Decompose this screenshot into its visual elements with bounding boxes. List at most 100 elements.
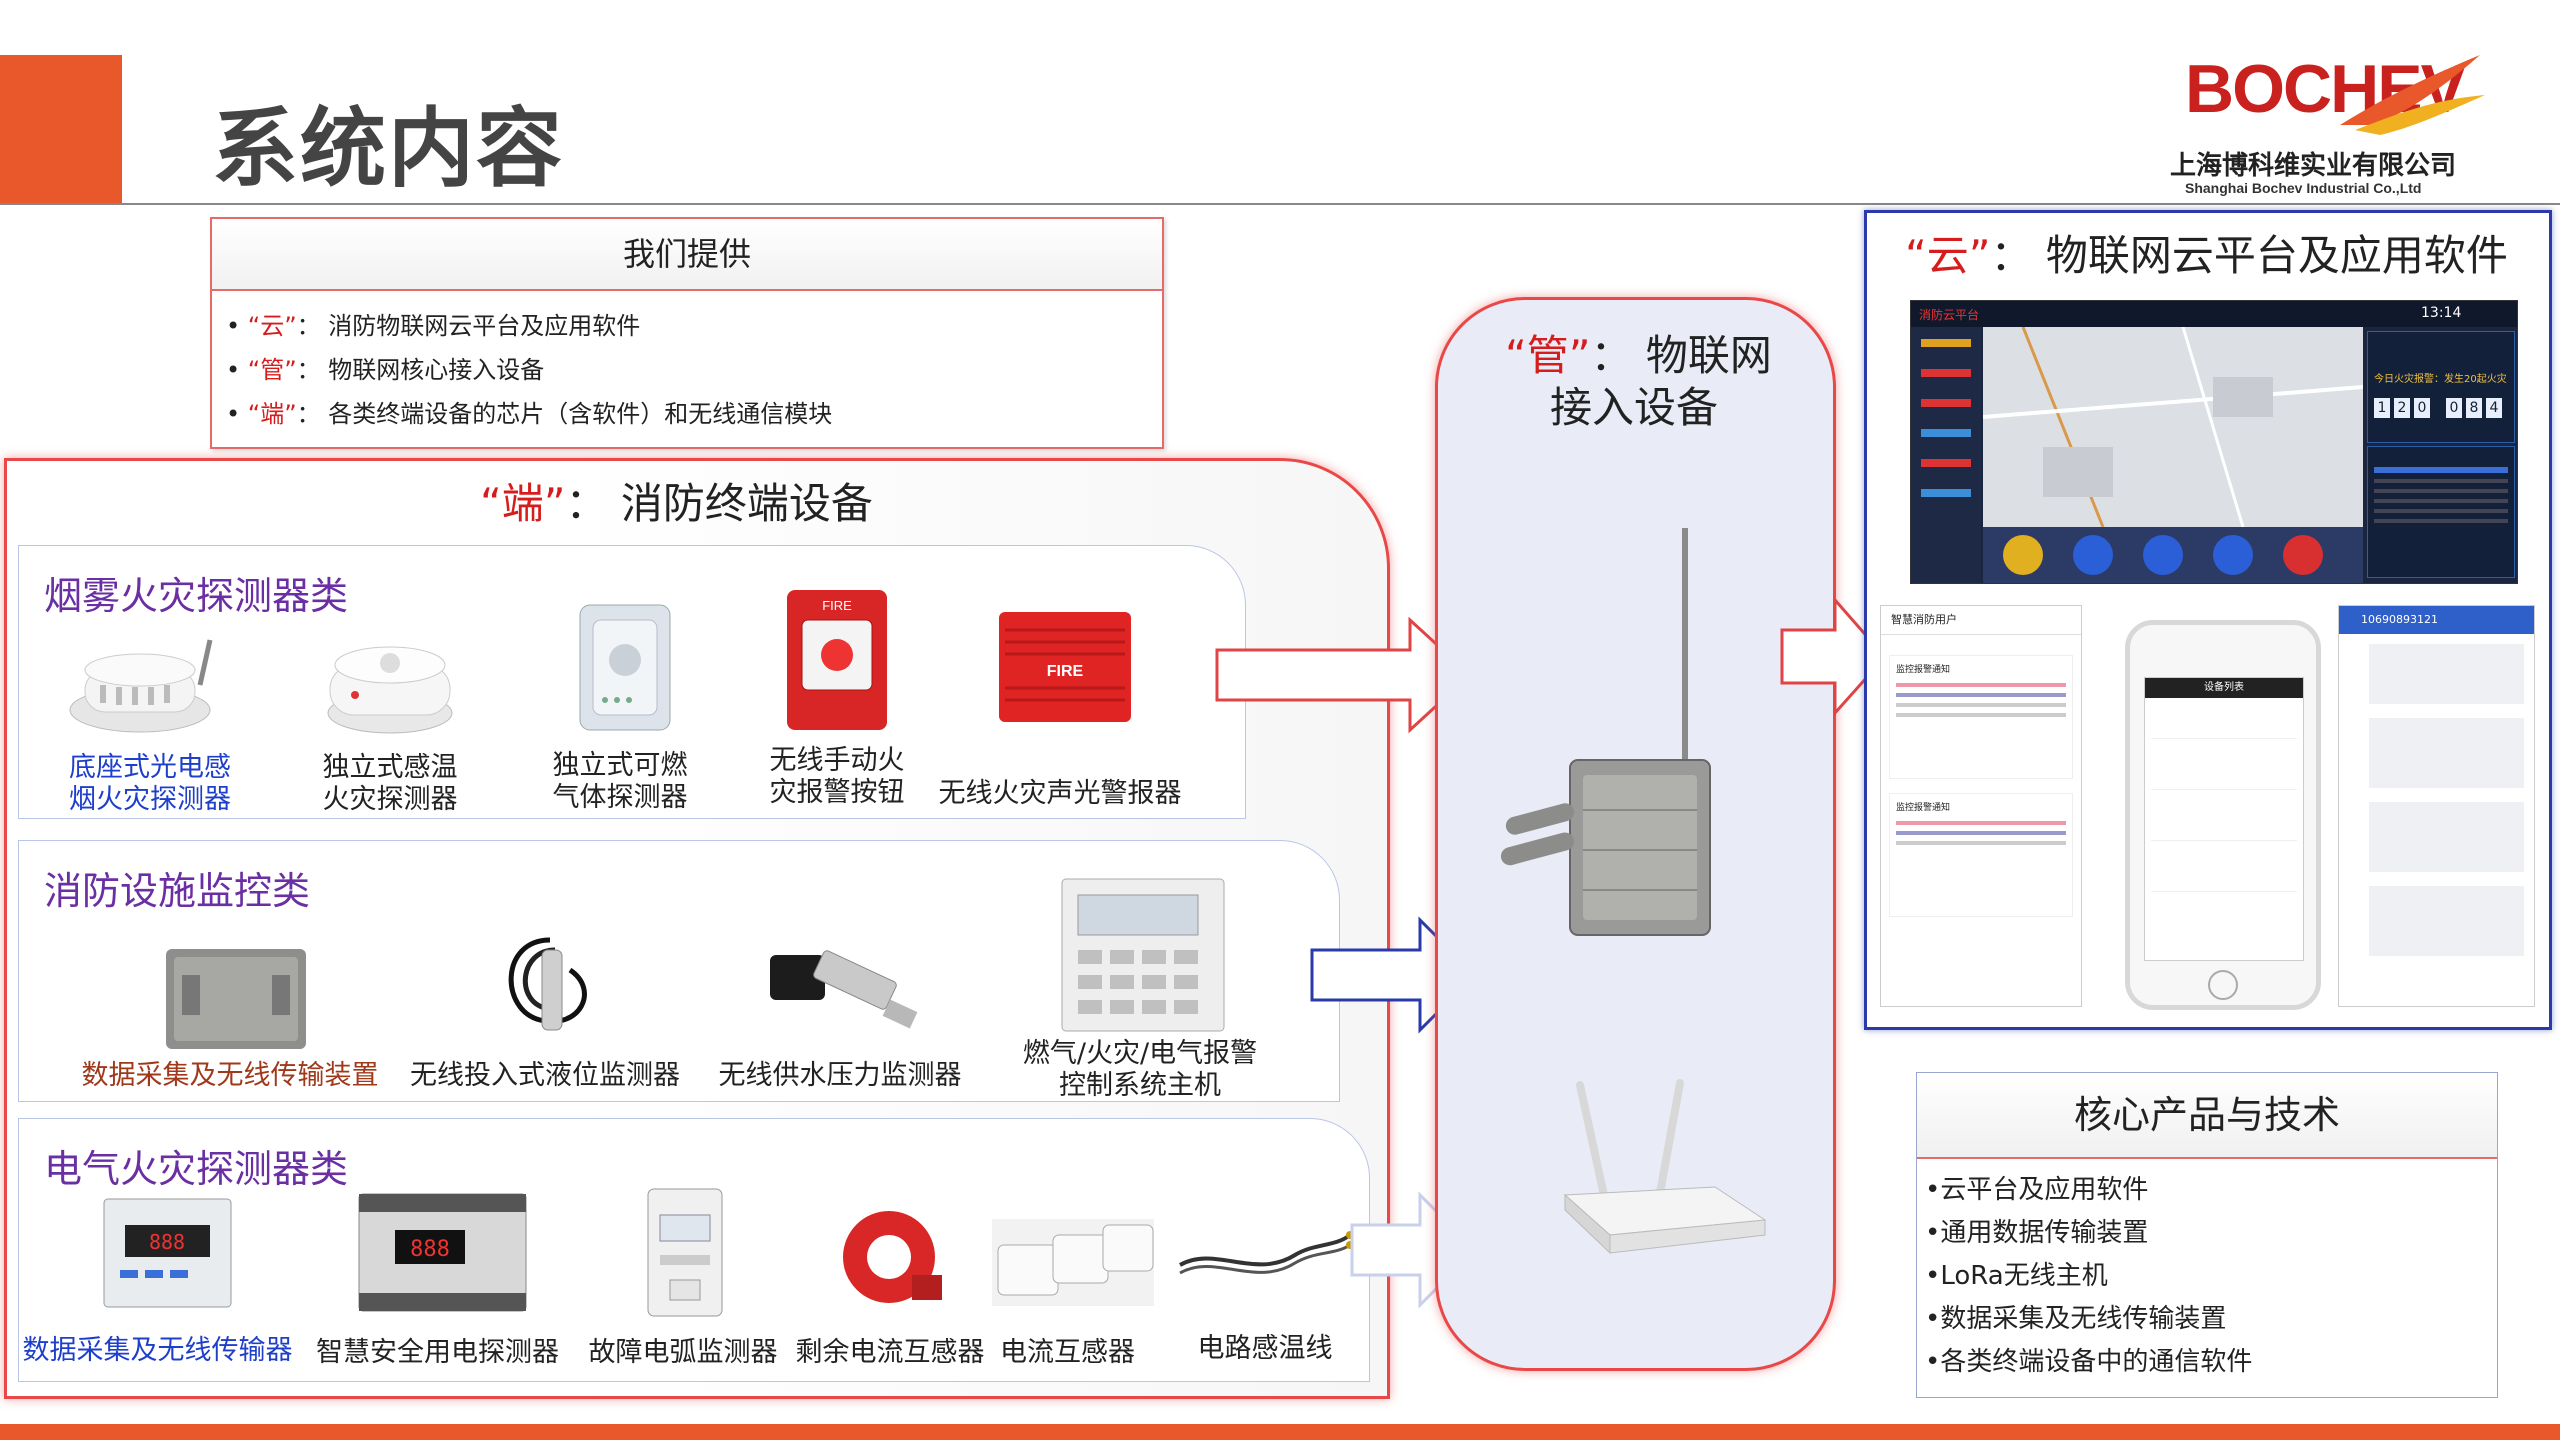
counter-digit: 1 — [2374, 398, 2390, 418]
device-label-line: 电路感温线 — [1197, 1333, 1333, 1364]
device-label: 燃气/火灾/电气报警 控制系统主机 — [1005, 1038, 1275, 1102]
phone-device-list-screenshot: 设备列表 — [2125, 620, 2321, 1010]
device-label-line: 无线手动火 — [769, 745, 905, 776]
offer-tag: “管” — [247, 356, 297, 384]
company-name-cn: 上海博科维实业有限公司 — [2170, 151, 2457, 181]
device-label: 无线火灾声光警报器 — [925, 778, 1195, 810]
company-name-en: Shanghai Bochev Industrial Co.,Ltd — [2185, 180, 2422, 196]
dashboard-alarm-table — [2367, 446, 2515, 578]
device-label-line: 无线火灾声光警报器 — [938, 778, 1182, 809]
svg-text:888: 888 — [149, 1230, 185, 1254]
dashboard-stats — [1983, 527, 2363, 583]
accent-block — [0, 55, 122, 203]
device-label: 独立式可燃 气体探测器 — [520, 750, 720, 814]
device-label-line: 电流互感器 — [1000, 1337, 1135, 1368]
category-title: 电气火灾探测器类 — [44, 1147, 349, 1191]
dashboard-time: 13:14 — [2421, 305, 2462, 321]
header-divider — [0, 203, 2560, 205]
device-label-line: 数据采集及无线传输器 — [22, 1335, 293, 1366]
dashboard-brand: 消防云平台 — [1919, 308, 1980, 322]
liquid-level-sensor-image — [508, 937, 587, 1031]
device-label-line: 火灾探测器 — [322, 784, 458, 815]
data-acquisition-box-image — [166, 949, 306, 1049]
device-label-line: 独立式可燃 — [552, 750, 688, 781]
core-item: •云平台及应用软件 — [1925, 1175, 2149, 1205]
device-label: 数据采集及无线传输装置 — [80, 1060, 380, 1092]
heat-detector-image — [327, 646, 453, 734]
dashboard-banner: 今日火灾报警：发生20起火灾 — [2374, 374, 2507, 385]
device-label-line: 独立式感温 — [322, 752, 458, 783]
offer-text: ： 各类终端设备的芯片（含软件）和无线通信模块 — [296, 400, 833, 428]
cloud-title-text: ： 物联网云平台及应用软件 — [1990, 231, 2508, 280]
arrow-right-icon — [1780, 596, 1888, 717]
core-item: •LoRa无线主机 — [1925, 1261, 2108, 1291]
category-title: 烟雾火灾探测器类 — [44, 574, 349, 618]
offer-item: • “管”： 物联网核心接入设备 — [226, 356, 545, 384]
device-label-line: 灾报警按钮 — [769, 777, 905, 808]
device-label-line: 故障电弧监测器 — [588, 1337, 778, 1368]
gas-detector-image — [579, 604, 671, 731]
core-products-panel: 核心产品与技术 •云平台及应用软件 •通用数据传输装置 •LoRa无线主机 •数… — [1916, 1072, 2498, 1398]
device-label-line: 控制系统主机 — [1059, 1070, 1221, 1101]
dashboard-topbar: 消防云平台 13:14 — [1911, 301, 2517, 327]
device-label: 独立式感温 火灾探测器 — [290, 752, 490, 816]
residual-current-transformer-image — [843, 1211, 942, 1303]
current-transformer-image — [992, 1219, 1154, 1306]
dashboard-counter: 1 2 0 0 8 4 — [2374, 398, 2502, 418]
device-label-line: 气体探测器 — [552, 782, 688, 813]
water-pressure-sensor-image — [770, 950, 918, 1029]
svg-text:FIRE: FIRE — [1047, 663, 1084, 680]
device-label: 无线手动火 灾报警按钮 — [737, 745, 937, 809]
notice-title: 监控报警通知 — [1896, 665, 1951, 675]
photoelectric-smoke-detector-image — [69, 639, 213, 733]
counter-digit: 2 — [2394, 398, 2410, 418]
terminal-title: “端”： 消防终端设备 — [480, 470, 873, 531]
device-label: 故障电弧监测器 — [578, 1337, 788, 1369]
svg-text:FIRE: FIRE — [822, 598, 852, 613]
sound-light-alarm-image: FIRE — [999, 612, 1131, 722]
offer-list: • “云”： 消防物联网云平台及应用软件 • “管”： 物联网核心接入设备 • … — [226, 304, 832, 436]
device-label-line: 底座式光电感 — [69, 752, 231, 783]
flame-icon — [2340, 55, 2485, 135]
device-label: 智慧安全用电探测器 — [310, 1337, 565, 1369]
device-label: 无线投入式液位监测器 — [400, 1060, 690, 1092]
device-label-line: 烟火灾探测器 — [69, 784, 231, 815]
terminal-tag: “端” — [480, 479, 566, 528]
device-label: 无线供水压力监测器 — [710, 1060, 970, 1092]
smart-electricity-detector-image: 888 — [358, 1193, 527, 1312]
access-tag: “管” — [1505, 331, 1591, 380]
sms-sender-number: 10690893121 — [2339, 606, 2534, 634]
device-label-line: 剩余电流互感器 — [795, 1337, 985, 1368]
cloud-title: “云”： 物联网云平台及应用软件 — [1905, 222, 2508, 283]
access-device-title-line: “管”： 物联网 — [1505, 330, 1772, 382]
core-list: •云平台及应用软件 •通用数据传输装置 •LoRa无线主机 •数据采集及无线传输… — [1925, 1169, 2252, 1384]
counter-digit: 8 — [2466, 398, 2482, 418]
dashboard-counter-panel: 今日火灾报警：发生20起火灾 1 2 0 0 8 4 — [2367, 331, 2515, 443]
phone-center-header: 设备列表 — [2145, 678, 2303, 698]
access-title-text: ： 物联网 — [1590, 331, 1772, 380]
alarm-control-host-image — [1061, 878, 1225, 1032]
offer-text: ： 物联网核心接入设备 — [296, 356, 545, 384]
arc-fault-monitor-image — [647, 1188, 723, 1317]
access-device-title: “管”： 物联网 接入设备 — [1505, 330, 1772, 434]
device-label-line: 数据采集及无线传输装置 — [81, 1060, 379, 1091]
offer-tag: “云” — [247, 312, 297, 340]
device-label-line: 无线投入式液位监测器 — [410, 1060, 680, 1091]
counter-digit: 4 — [2486, 398, 2502, 418]
device-label-line: 燃气/火灾/电气报警 — [1022, 1038, 1258, 1069]
wireless-router-image — [1563, 1079, 1767, 1255]
page-title: 系统内容 — [212, 99, 564, 199]
wechat-notification-screenshot: 智慧消防用户 监控报警通知 监控报警通知 — [1880, 605, 2082, 1007]
dashboard-sidebar — [1911, 327, 1981, 583]
company-logo: BOCHEV — [2180, 40, 2500, 140]
home-button-icon — [2208, 970, 2238, 1000]
dashboard-map — [1982, 326, 2364, 528]
offer-box: 我们提供 • “云”： 消防物联网云平台及应用软件 • “管”： 物联网核心接入… — [210, 217, 1164, 449]
core-heading: 核心产品与技术 — [1917, 1073, 2497, 1159]
device-label-line: 无线供水压力监测器 — [718, 1060, 962, 1091]
offer-tag: “端” — [247, 400, 297, 428]
svg-text:888: 888 — [410, 1237, 450, 1262]
device-label-line: 智慧安全用电探测器 — [316, 1337, 559, 1368]
electrical-transmitter-image: 888 — [103, 1198, 232, 1308]
lora-gateway-image — [1500, 528, 1711, 936]
